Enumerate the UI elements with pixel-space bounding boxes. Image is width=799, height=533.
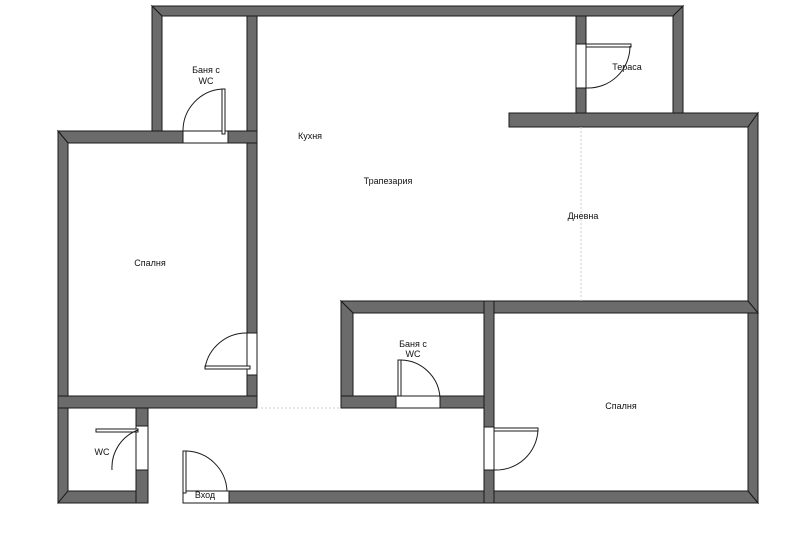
door-bedroom-right[interactable]: [483, 426, 539, 471]
wall-bedroom-left-top: [56, 130, 184, 144]
label-bath-mid-2: WC: [406, 349, 421, 359]
wall-living-bedroom: [490, 300, 760, 314]
wall-living-top: [508, 112, 759, 128]
wall-bottom-left: [57, 490, 137, 504]
room-labels: Баня с WC Тераса Кухня Трапезария Дневна…: [95, 62, 642, 500]
wall-terrace-left: [575, 15, 587, 45]
wall-wc-hall: [135, 407, 149, 427]
label-kitchen: Кухня: [298, 131, 322, 141]
wall-living-right: [747, 111, 759, 315]
wall-wc-hall-lower: [135, 469, 149, 504]
label-wc: WC: [95, 447, 110, 457]
label-entrance: Вход: [195, 490, 216, 500]
wall-bath-bedroom: [483, 300, 495, 428]
wall-left-outer: [57, 129, 69, 397]
doors: [95, 43, 632, 504]
wall-bedroom-left-bottom: [57, 395, 258, 409]
label-terrace: Тераса: [612, 62, 642, 72]
wall-bedroom-left-right-lower: [246, 374, 258, 397]
label-dining: Трапезария: [364, 176, 413, 186]
door-bath-mid[interactable]: [395, 359, 441, 409]
wall-bath-mid-top: [339, 300, 492, 314]
label-bedroom-left: Спалня: [134, 258, 166, 268]
door-entrance[interactable]: [182, 450, 230, 504]
label-bedroom-right: Спалня: [605, 401, 637, 411]
door-wc[interactable]: [95, 425, 149, 471]
wall-terrace-left-lower: [575, 87, 587, 114]
label-bath-top-2: WC: [199, 76, 214, 86]
wall-bath-kitchen: [246, 15, 258, 132]
wall-bath-mid-bottom-left: [340, 395, 397, 409]
label-living: Дневна: [568, 211, 599, 221]
door-bath-top[interactable]: [182, 88, 229, 144]
wall-bedroom-left-top-right: [227, 130, 258, 144]
wall-top: [150, 5, 685, 17]
label-bath-top-1: Баня с: [192, 65, 220, 75]
wall-bedroom-left-right: [246, 142, 258, 334]
wall-bath-mid-left: [340, 299, 354, 409]
door-terrace[interactable]: [575, 43, 632, 89]
wall-bedroom-right: [747, 312, 759, 505]
wall-bath-bedroom-lower: [483, 469, 495, 504]
wall-bath-top-left: [151, 4, 163, 132]
wall-bath-mid-bottom-right: [439, 395, 485, 409]
openings: [257, 127, 582, 409]
wall-left-outer-lower: [57, 394, 69, 505]
walls: [56, 4, 760, 505]
label-bath-mid-1: Баня с: [399, 339, 427, 349]
wall-terrace-right: [672, 4, 684, 114]
door-bedroom-left[interactable]: [204, 332, 258, 376]
